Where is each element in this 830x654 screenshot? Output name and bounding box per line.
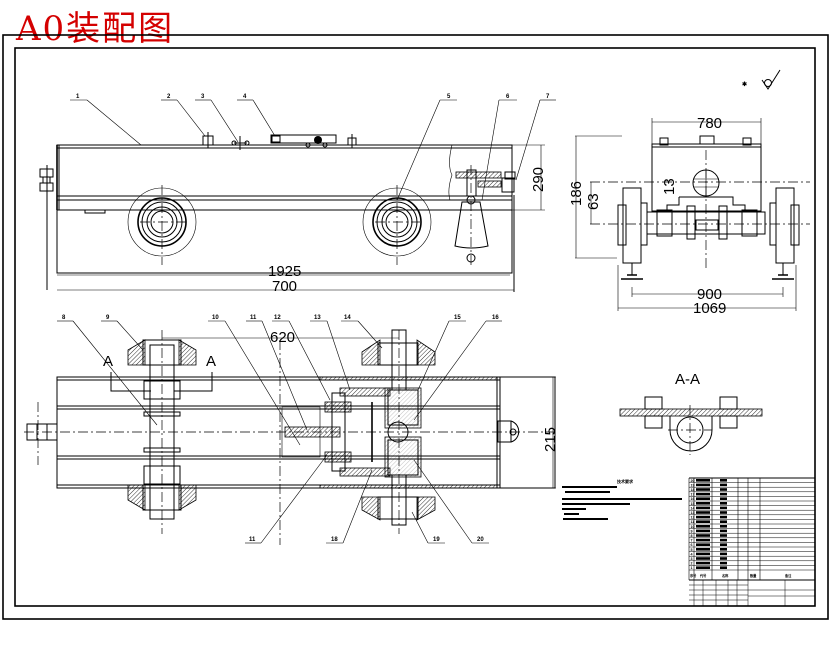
notes-heading: 技术要求 (617, 478, 634, 484)
wheel-right (362, 185, 432, 265)
bom-item-number: 6 (691, 543, 693, 547)
dim-width-215: 215 (542, 427, 559, 452)
part-label-15: 15 (454, 315, 461, 321)
inner-frame (14, 47, 816, 607)
part-label-16: 16 (492, 315, 499, 321)
bom-item-number: 12 (691, 516, 695, 520)
bom-item-number: 5 (691, 548, 693, 552)
bom-item-number: 17 (691, 493, 695, 497)
bom-item-number: 3 (691, 557, 693, 561)
bom-item-number: 20 (691, 479, 695, 483)
outer-frame (2, 34, 829, 620)
bom-header-cell: 代号 (699, 573, 707, 578)
bom-item-number: 11 (691, 520, 695, 524)
technical-notes: 技术要求 (562, 478, 682, 520)
side-view (39, 132, 545, 292)
bom-item-number: 15 (691, 502, 695, 506)
surface-finish-symbol: ✱ (742, 69, 781, 90)
part-label-18: 18 (331, 537, 338, 543)
bom-item-number: 4 (691, 552, 693, 556)
part-label-5: 5 (447, 94, 451, 100)
bom-item-number: 19 (691, 483, 695, 487)
bom-item-number: 9 (691, 529, 693, 533)
dim-offset-620: 620 (270, 329, 295, 346)
plan-view-leaders (57, 320, 502, 544)
dim-height-total: 186 (568, 181, 585, 206)
bom-item-number: 13 (691, 511, 695, 515)
dim-overall-width: 1069 (693, 300, 726, 317)
bom-item-number: 1 (691, 566, 693, 570)
dim-height: 290 (530, 167, 547, 192)
bom-header-cell: 数量 (749, 573, 757, 578)
bom-item-number: 7 (691, 539, 693, 543)
wheel-left (127, 185, 197, 265)
bill-of-materials: 2019181716151413121110987654321 序号代号 名称 数量 备… (688, 477, 815, 606)
bom-header-cell: 名称 (722, 573, 729, 578)
section-view-title: A-A (675, 371, 700, 388)
part-label-4: 4 (243, 94, 247, 100)
part-label-3: 3 (201, 94, 205, 100)
section-mark-a-left: A (103, 353, 113, 370)
dim-offset-13: 13 (661, 178, 678, 195)
side-view-leaders (70, 99, 556, 201)
part-label-9: 9 (106, 315, 110, 321)
dim-overall-length: 1925 (268, 263, 301, 280)
part-label-8: 8 (62, 315, 66, 321)
bom-item-number: 18 (691, 488, 695, 492)
section-mark-a-right: A (206, 353, 216, 370)
bom-item-number: 8 (691, 534, 693, 538)
bom-header-cell: 序号 (689, 573, 697, 578)
dim-height-axle: 63 (585, 193, 602, 210)
bom-item-number: 16 (691, 497, 695, 501)
part-label-20: 20 (477, 537, 484, 543)
bom-item-number: 2 (691, 562, 693, 566)
surface-finish-star: ✱ (742, 81, 747, 88)
part-label-19: 19 (433, 537, 440, 543)
part-label-11-top: 11 (250, 315, 257, 321)
end-view (575, 118, 810, 311)
part-label-1: 1 (76, 94, 80, 100)
part-label-14: 14 (344, 315, 351, 321)
drawing-title: A0装配图 (16, 9, 175, 49)
part-label-11-bottom: 11 (249, 537, 256, 543)
part-label-6: 6 (506, 94, 510, 100)
dim-gauge: 900 (697, 286, 722, 303)
part-label-12: 12 (274, 315, 281, 321)
part-label-10: 10 (212, 315, 219, 321)
dim-top-width: 780 (697, 115, 722, 132)
bom-item-number: 10 (691, 525, 695, 529)
plan-view (24, 329, 556, 545)
part-label-13: 13 (314, 315, 321, 321)
part-label-2: 2 (167, 94, 171, 100)
section-a-a (619, 396, 763, 455)
bom-item-number: 14 (691, 506, 695, 510)
dim-wheelbase: 700 (272, 278, 297, 295)
part-label-7: 7 (546, 94, 550, 100)
bom-header-cell: 备注 (784, 573, 792, 578)
